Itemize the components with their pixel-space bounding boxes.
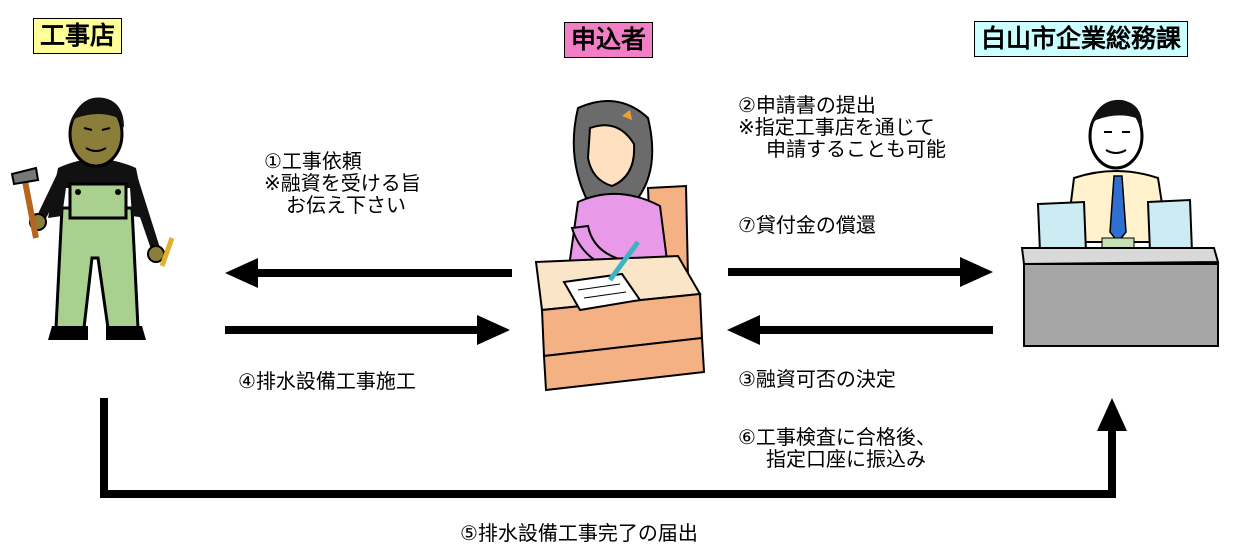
step2-line1: ②申請書の提出 [738, 93, 876, 117]
step1-line1: ①工事依頼 [264, 149, 362, 173]
step6-line2: 指定口座に振込み [766, 447, 926, 471]
step2-line2: ※指定工事店を通じて [738, 115, 935, 139]
arrow-step2 [728, 257, 993, 287]
contractor-label: 工事店 [33, 18, 123, 54]
step2-text: ②申請書の提出 ※指定工事店を通じて 申請することも可能 [738, 94, 946, 160]
step1-line2: ※融資を受ける旨 [264, 171, 421, 195]
step2-line3: 申請することも可能 [766, 137, 946, 161]
arrow-step3 [727, 315, 993, 345]
clerk-at-counter-icon [1020, 99, 1220, 347]
step4-text: ④排水設備工事施工 [238, 369, 416, 393]
step1-text: ①工事依頼 ※融資を受ける旨 お伝え下さい [264, 150, 421, 216]
worker-with-hammer-icon [10, 97, 175, 340]
step1-line3: お伝え下さい [286, 193, 406, 217]
woman-writing-at-desk-icon [534, 100, 706, 392]
step3-text: ③融資可否の決定 [738, 367, 896, 391]
office-label: 白山市企業総務課 [974, 21, 1189, 57]
arrow-step1 [225, 258, 512, 288]
step6-text: ⑥工事検査に合格後、 指定口座に振込み [738, 426, 936, 470]
arrow-step4 [225, 315, 510, 345]
step5-text: ⑤排水設備工事完了の届出 [460, 521, 698, 545]
step6-line1: ⑥工事検査に合格後、 [738, 425, 936, 449]
arrow-step5 [100, 398, 1127, 498]
applicant-label: 申込者 [564, 22, 654, 58]
step7-text: ⑦貸付金の償還 [738, 213, 876, 237]
